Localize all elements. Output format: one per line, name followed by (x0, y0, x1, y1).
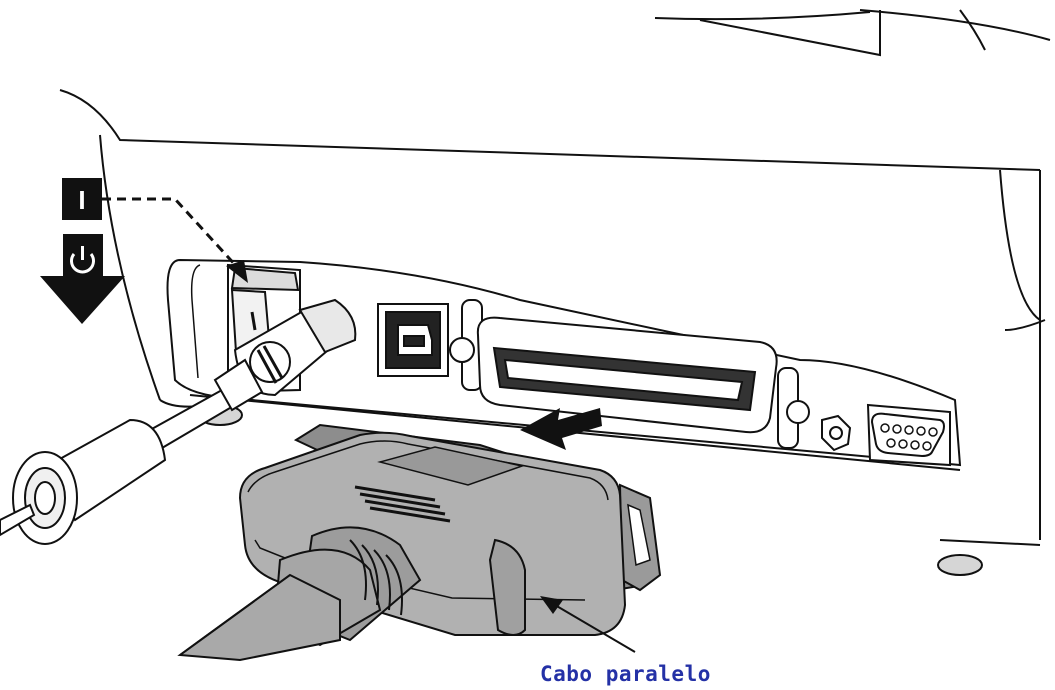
dashed-guide-line (102, 197, 240, 270)
parallel-port (449, 299, 810, 449)
power-plug (213, 298, 357, 412)
printer-body (59, 9, 1051, 546)
callout-leader (540, 596, 636, 653)
power-cord (0, 298, 357, 545)
switch-on-indicator: I (62, 178, 102, 220)
parallel-cable-label: Cabo paralelo (540, 662, 711, 686)
serial-port (821, 403, 951, 467)
switch-on-symbol: I (78, 185, 85, 215)
parallel-cable (177, 423, 662, 662)
power-switch (227, 263, 301, 394)
power-icon (70, 246, 95, 274)
ferrite-bead (12, 418, 167, 545)
power-down-arrow-icon (40, 234, 125, 324)
dashed-arrow-head-icon (226, 260, 248, 283)
insert-arrow-icon (520, 408, 602, 450)
usb-port (377, 303, 449, 377)
